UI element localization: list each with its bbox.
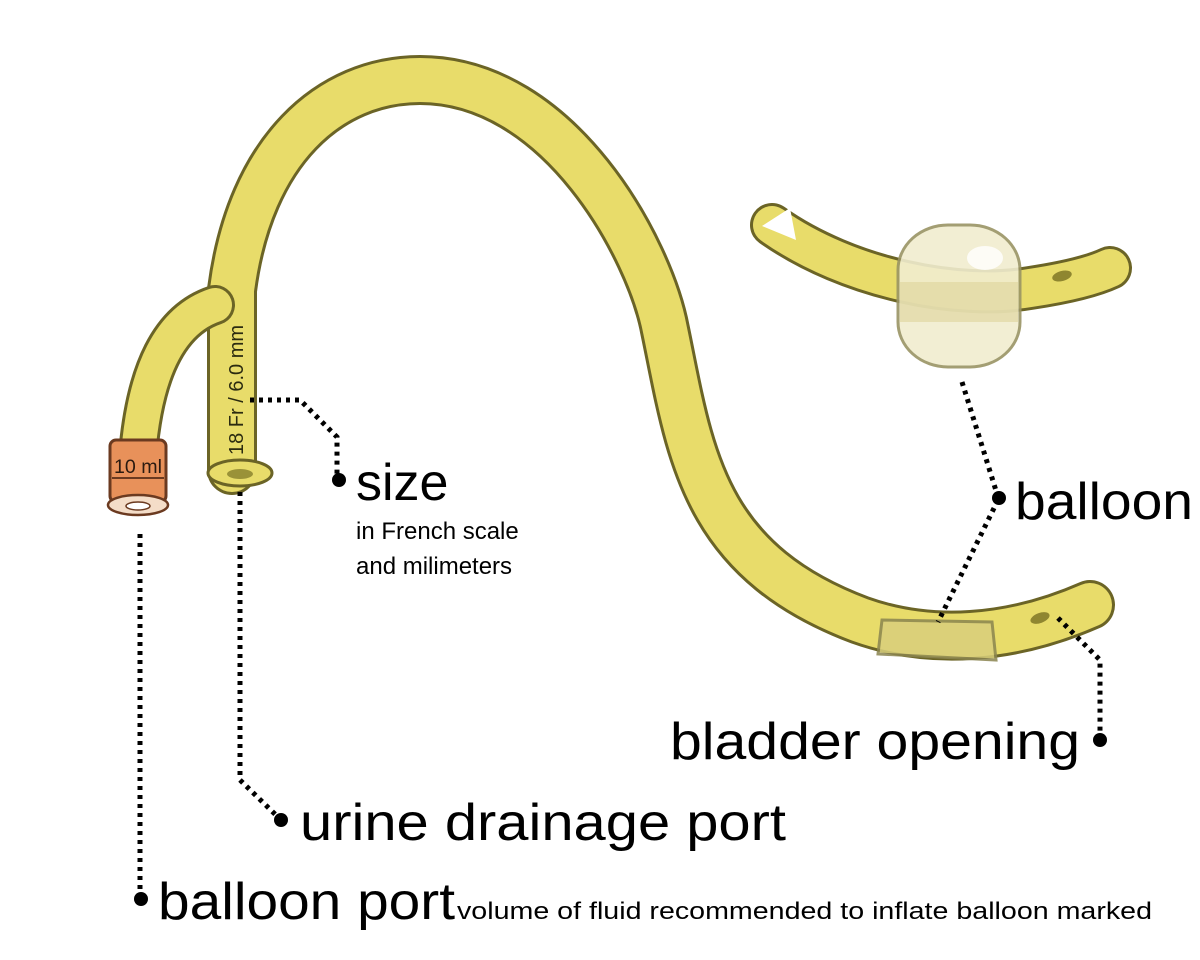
balloon-port-note: volume of fluid recommended to inflate b… — [457, 898, 1152, 925]
balloon-dot — [992, 491, 1006, 505]
port-volume-marking: 10 ml — [114, 457, 162, 478]
tube-size-marking: 18 Fr / 6.0 mm — [226, 325, 248, 455]
drainage-port-lumen — [227, 469, 253, 479]
bladder-opening-dot — [1093, 733, 1107, 747]
urine-drainage-port-label: urine drainage port — [300, 794, 787, 852]
size-note-line2: and milimeters — [356, 553, 512, 580]
balloon-leader-lower — [935, 498, 1001, 624]
bladder-opening-hole — [1030, 612, 1050, 624]
leader-lines — [137, 381, 1103, 897]
leader-dots — [134, 473, 1107, 906]
size-label: size — [356, 454, 448, 512]
size-note-line1: in French scale — [356, 518, 519, 545]
urine-drainage-leader — [237, 492, 283, 822]
size-dot — [332, 473, 346, 487]
deflated-balloon-band — [876, 618, 998, 662]
balloon-port-branch — [118, 285, 235, 475]
bladder-opening-leader — [1056, 616, 1103, 740]
balloon-port-connector — [106, 438, 170, 517]
urine-drainage-dot — [274, 813, 288, 827]
bladder-opening-label: bladder opening — [670, 713, 1080, 771]
balloon-port-label: balloon port — [158, 873, 456, 931]
balloon-label: balloon — [1015, 473, 1193, 531]
balloon-leader-upper — [959, 381, 1001, 498]
balloon-port-dot — [134, 892, 148, 906]
inflated-balloon — [896, 223, 1022, 369]
